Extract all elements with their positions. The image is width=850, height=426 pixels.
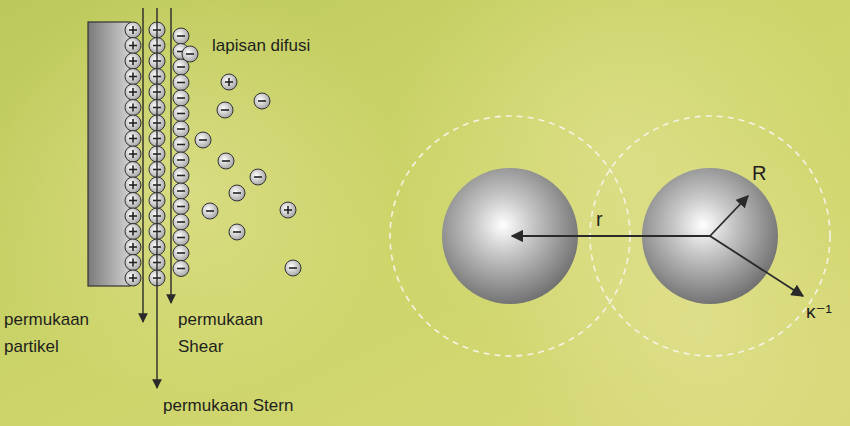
radius-arrow xyxy=(710,196,748,236)
negative-ion xyxy=(229,185,245,201)
positive-ion xyxy=(125,239,141,255)
negative-ion xyxy=(173,183,189,199)
positive-ion xyxy=(125,255,141,271)
negative-ion xyxy=(173,245,189,261)
negative-ion xyxy=(195,132,211,148)
negative-ion xyxy=(173,28,189,44)
negative-ion xyxy=(173,214,189,230)
negative-ion xyxy=(173,168,189,184)
ions xyxy=(125,22,301,286)
negative-ion xyxy=(250,169,266,185)
positive-ion xyxy=(125,69,141,85)
radius-label: R xyxy=(752,160,792,187)
negative-ion xyxy=(173,137,189,153)
negative-ion xyxy=(173,75,189,91)
distance-arrow xyxy=(512,235,710,237)
negative-ion xyxy=(173,152,189,168)
surface-label: permukaan partikel xyxy=(4,306,104,360)
surface-label: permukaan Shear xyxy=(178,306,278,360)
debye-length-arrow xyxy=(710,236,803,296)
negative-ion xyxy=(173,121,189,137)
negative-ion xyxy=(173,90,189,106)
positive-ion xyxy=(125,100,141,116)
positive-ion xyxy=(125,177,141,193)
stern-surface-arrow xyxy=(156,8,157,388)
positive-ion xyxy=(221,74,237,90)
layer-label: lapisan difusi xyxy=(212,32,372,59)
positive-ion xyxy=(125,270,141,286)
positive-ion xyxy=(125,146,141,162)
positive-ion xyxy=(125,162,141,178)
positive-ion xyxy=(125,224,141,240)
negative-ion xyxy=(217,102,233,118)
negative-ion xyxy=(218,153,234,169)
particle-surface-arrow xyxy=(142,8,143,322)
negative-ion xyxy=(202,203,218,219)
positive-ion xyxy=(125,193,141,209)
negative-ion xyxy=(182,46,198,62)
positive-ion xyxy=(125,22,141,38)
negative-ion xyxy=(254,93,270,109)
shear-surface-arrow xyxy=(170,8,171,303)
particle-surface xyxy=(88,22,130,286)
surface-label: permukaan Stern xyxy=(163,392,363,419)
positive-ion xyxy=(125,115,141,131)
positive-ion xyxy=(280,202,296,218)
debye-length-label: κ⁻¹ xyxy=(806,298,846,325)
negative-ion xyxy=(173,106,189,122)
positive-ion xyxy=(125,53,141,69)
positive-ion xyxy=(125,38,141,54)
positive-ion xyxy=(125,208,141,224)
negative-ion xyxy=(173,199,189,215)
positive-ion xyxy=(125,131,141,147)
background-glow xyxy=(0,0,400,400)
negative-ion xyxy=(285,260,301,276)
negative-ion xyxy=(229,224,245,240)
distance-label: r xyxy=(596,206,626,233)
negative-ion xyxy=(173,261,189,277)
negative-ion xyxy=(173,230,189,246)
positive-ion xyxy=(125,84,141,100)
